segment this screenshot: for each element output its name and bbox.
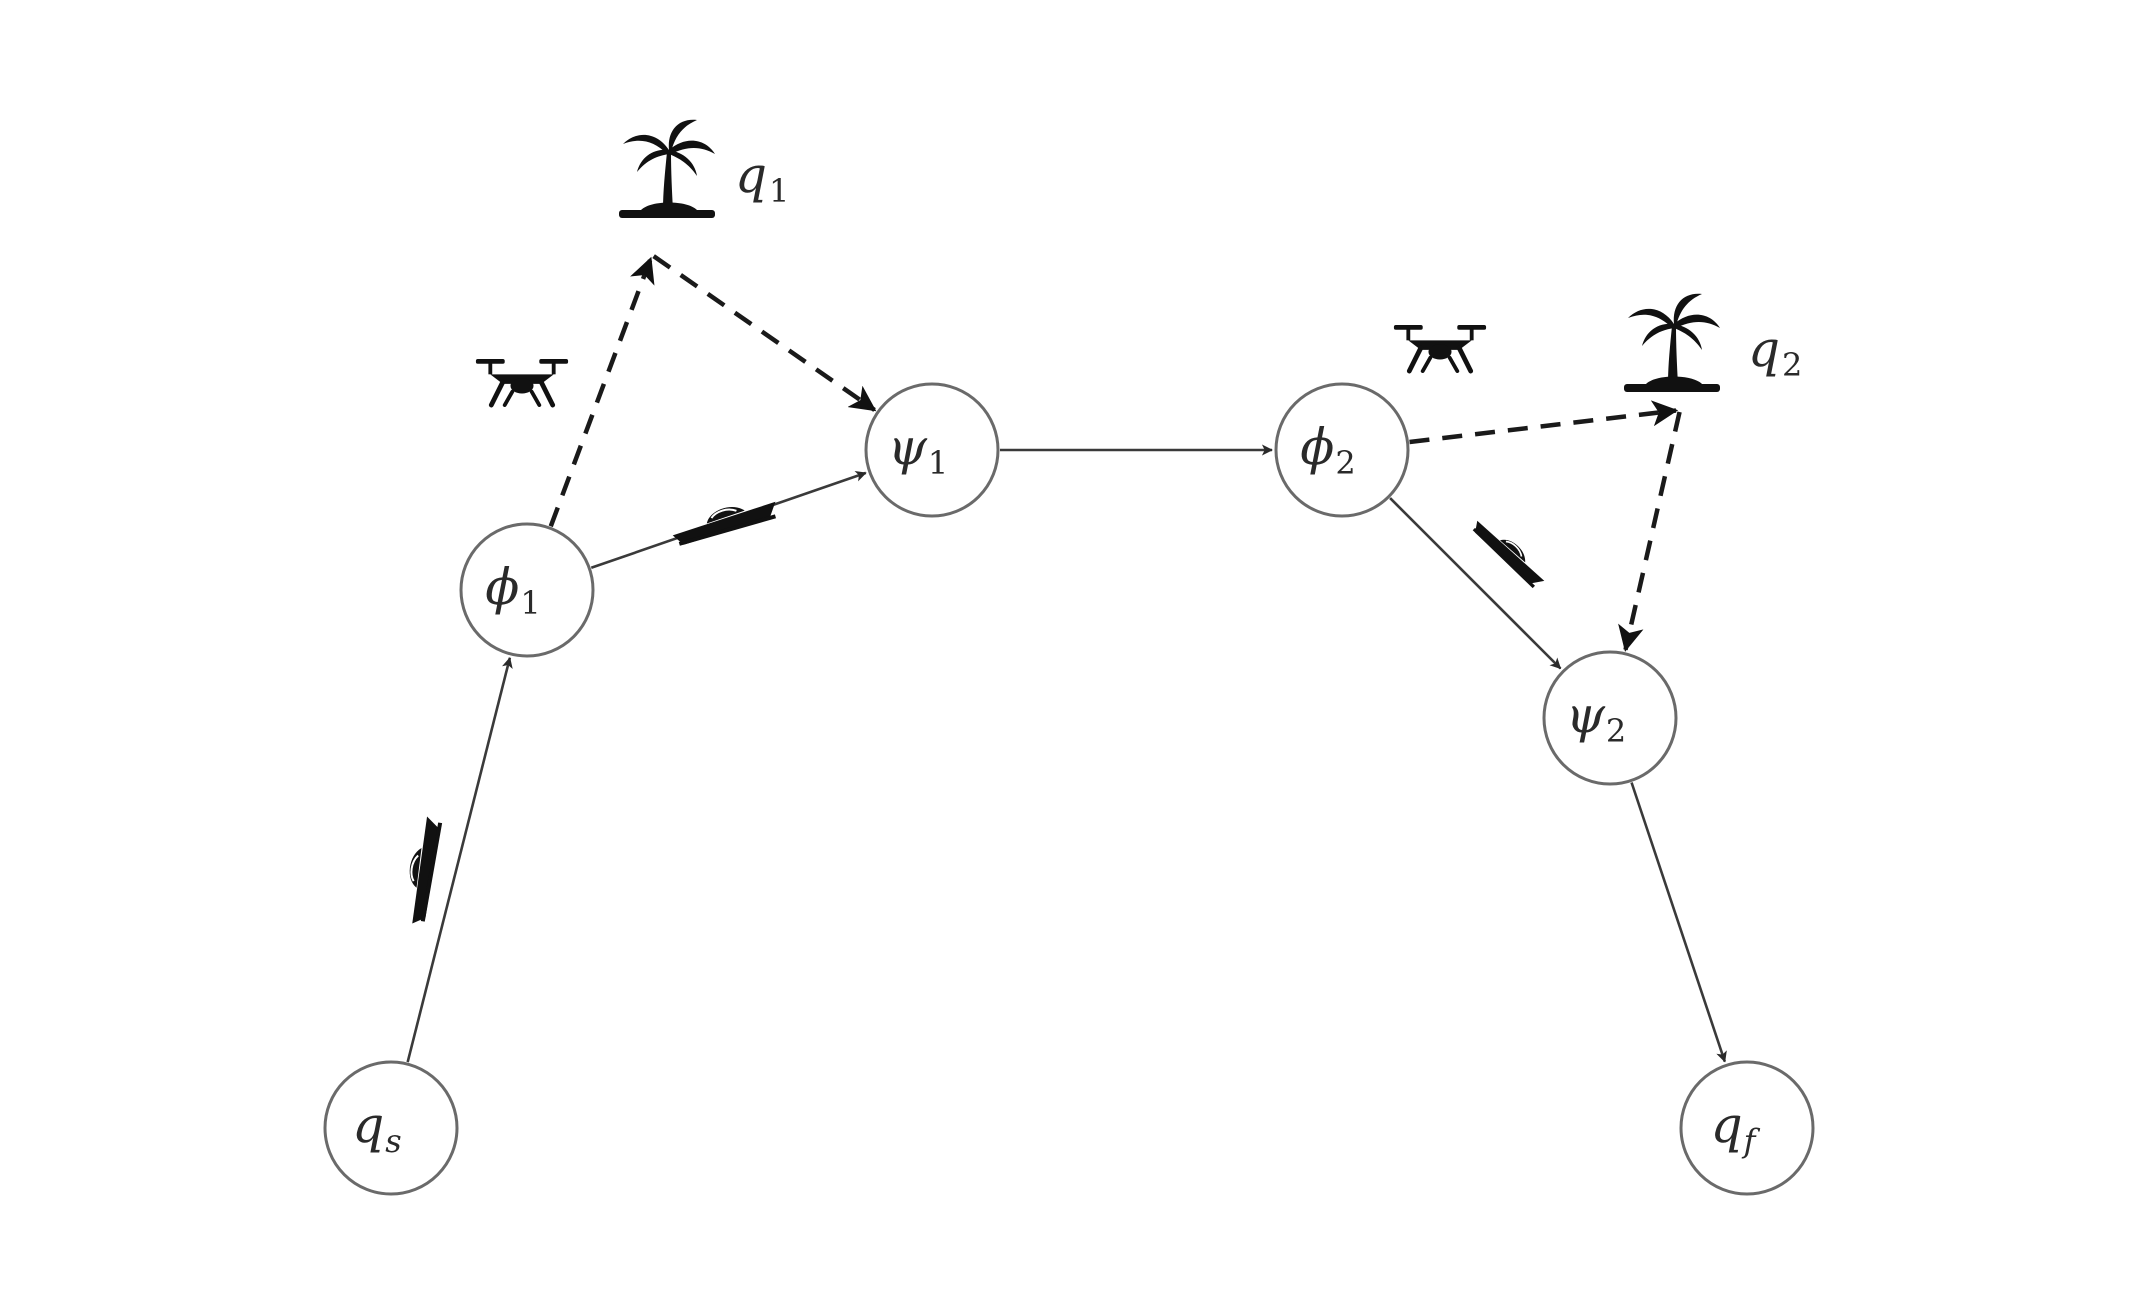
- label-main: ψ: [1566, 686, 1606, 744]
- label-subscript: s: [385, 1122, 401, 1160]
- node-label-psi1: ψ1: [888, 418, 949, 482]
- target-q1: q1: [619, 119, 789, 218]
- label-main: ψ: [888, 418, 928, 476]
- node-circle: [459, 522, 595, 658]
- target-q2: q2: [1624, 293, 1802, 392]
- node-phi1: ϕ1: [459, 522, 595, 658]
- label-subscript: 1: [928, 444, 948, 482]
- node-psi1: ψ1: [864, 382, 1000, 518]
- label-subscript: 1: [520, 584, 540, 622]
- palm-tree-island-icon: [1624, 293, 1720, 392]
- edge-phi2-to-q2: [1409, 400, 1679, 445]
- edge-q2-to-psi2: [1618, 411, 1682, 652]
- node-circle: [1542, 650, 1678, 786]
- label-subscript: 2: [1335, 444, 1355, 482]
- node-circle: [323, 1060, 459, 1196]
- label-subscript: 2: [1782, 346, 1802, 384]
- label-subscript: 2: [1606, 712, 1626, 750]
- node-psi2: ψ2: [1542, 650, 1678, 786]
- node-qs: qs: [323, 1060, 459, 1196]
- label-main: ϕ: [485, 558, 519, 616]
- label-main: q: [1748, 320, 1780, 378]
- target-label-q2: q2: [1748, 320, 1802, 384]
- edge-phi1-to-q1: [548, 256, 655, 528]
- edge-psi2-to-qf: [1630, 782, 1727, 1063]
- node-circle: [1274, 382, 1410, 518]
- edge-qs-to-phi1: [406, 656, 513, 1063]
- node-qf: qf: [1679, 1060, 1815, 1196]
- label-subscript: 1: [769, 172, 789, 210]
- node-label-phi2: ϕ2: [1300, 418, 1355, 482]
- node-label-qf: qf: [1711, 1096, 1761, 1160]
- target-label-q1: q1: [735, 146, 789, 210]
- boat-icon: [399, 814, 444, 927]
- node-label-psi2: ψ2: [1566, 686, 1627, 750]
- node-circle: [864, 382, 1000, 518]
- label-main: q: [735, 146, 767, 204]
- node-circle: [1679, 1060, 1815, 1196]
- drone-icon: [1394, 325, 1486, 371]
- boat-icon: [1469, 512, 1550, 592]
- edge-phi2-to-psi2: [1389, 497, 1562, 670]
- node-phi2: ϕ2: [1274, 382, 1410, 518]
- label-main: ϕ: [1300, 418, 1334, 476]
- node-label-qs: qs: [352, 1096, 401, 1160]
- drone-icon: [476, 359, 568, 405]
- palm-tree-island-icon: [619, 119, 715, 218]
- label-main: q: [1711, 1096, 1743, 1154]
- label-main: q: [352, 1096, 384, 1154]
- node-label-phi1: ϕ1: [485, 558, 540, 622]
- boat-icon: [668, 492, 781, 548]
- edge-q1-to-psi1: [652, 254, 877, 412]
